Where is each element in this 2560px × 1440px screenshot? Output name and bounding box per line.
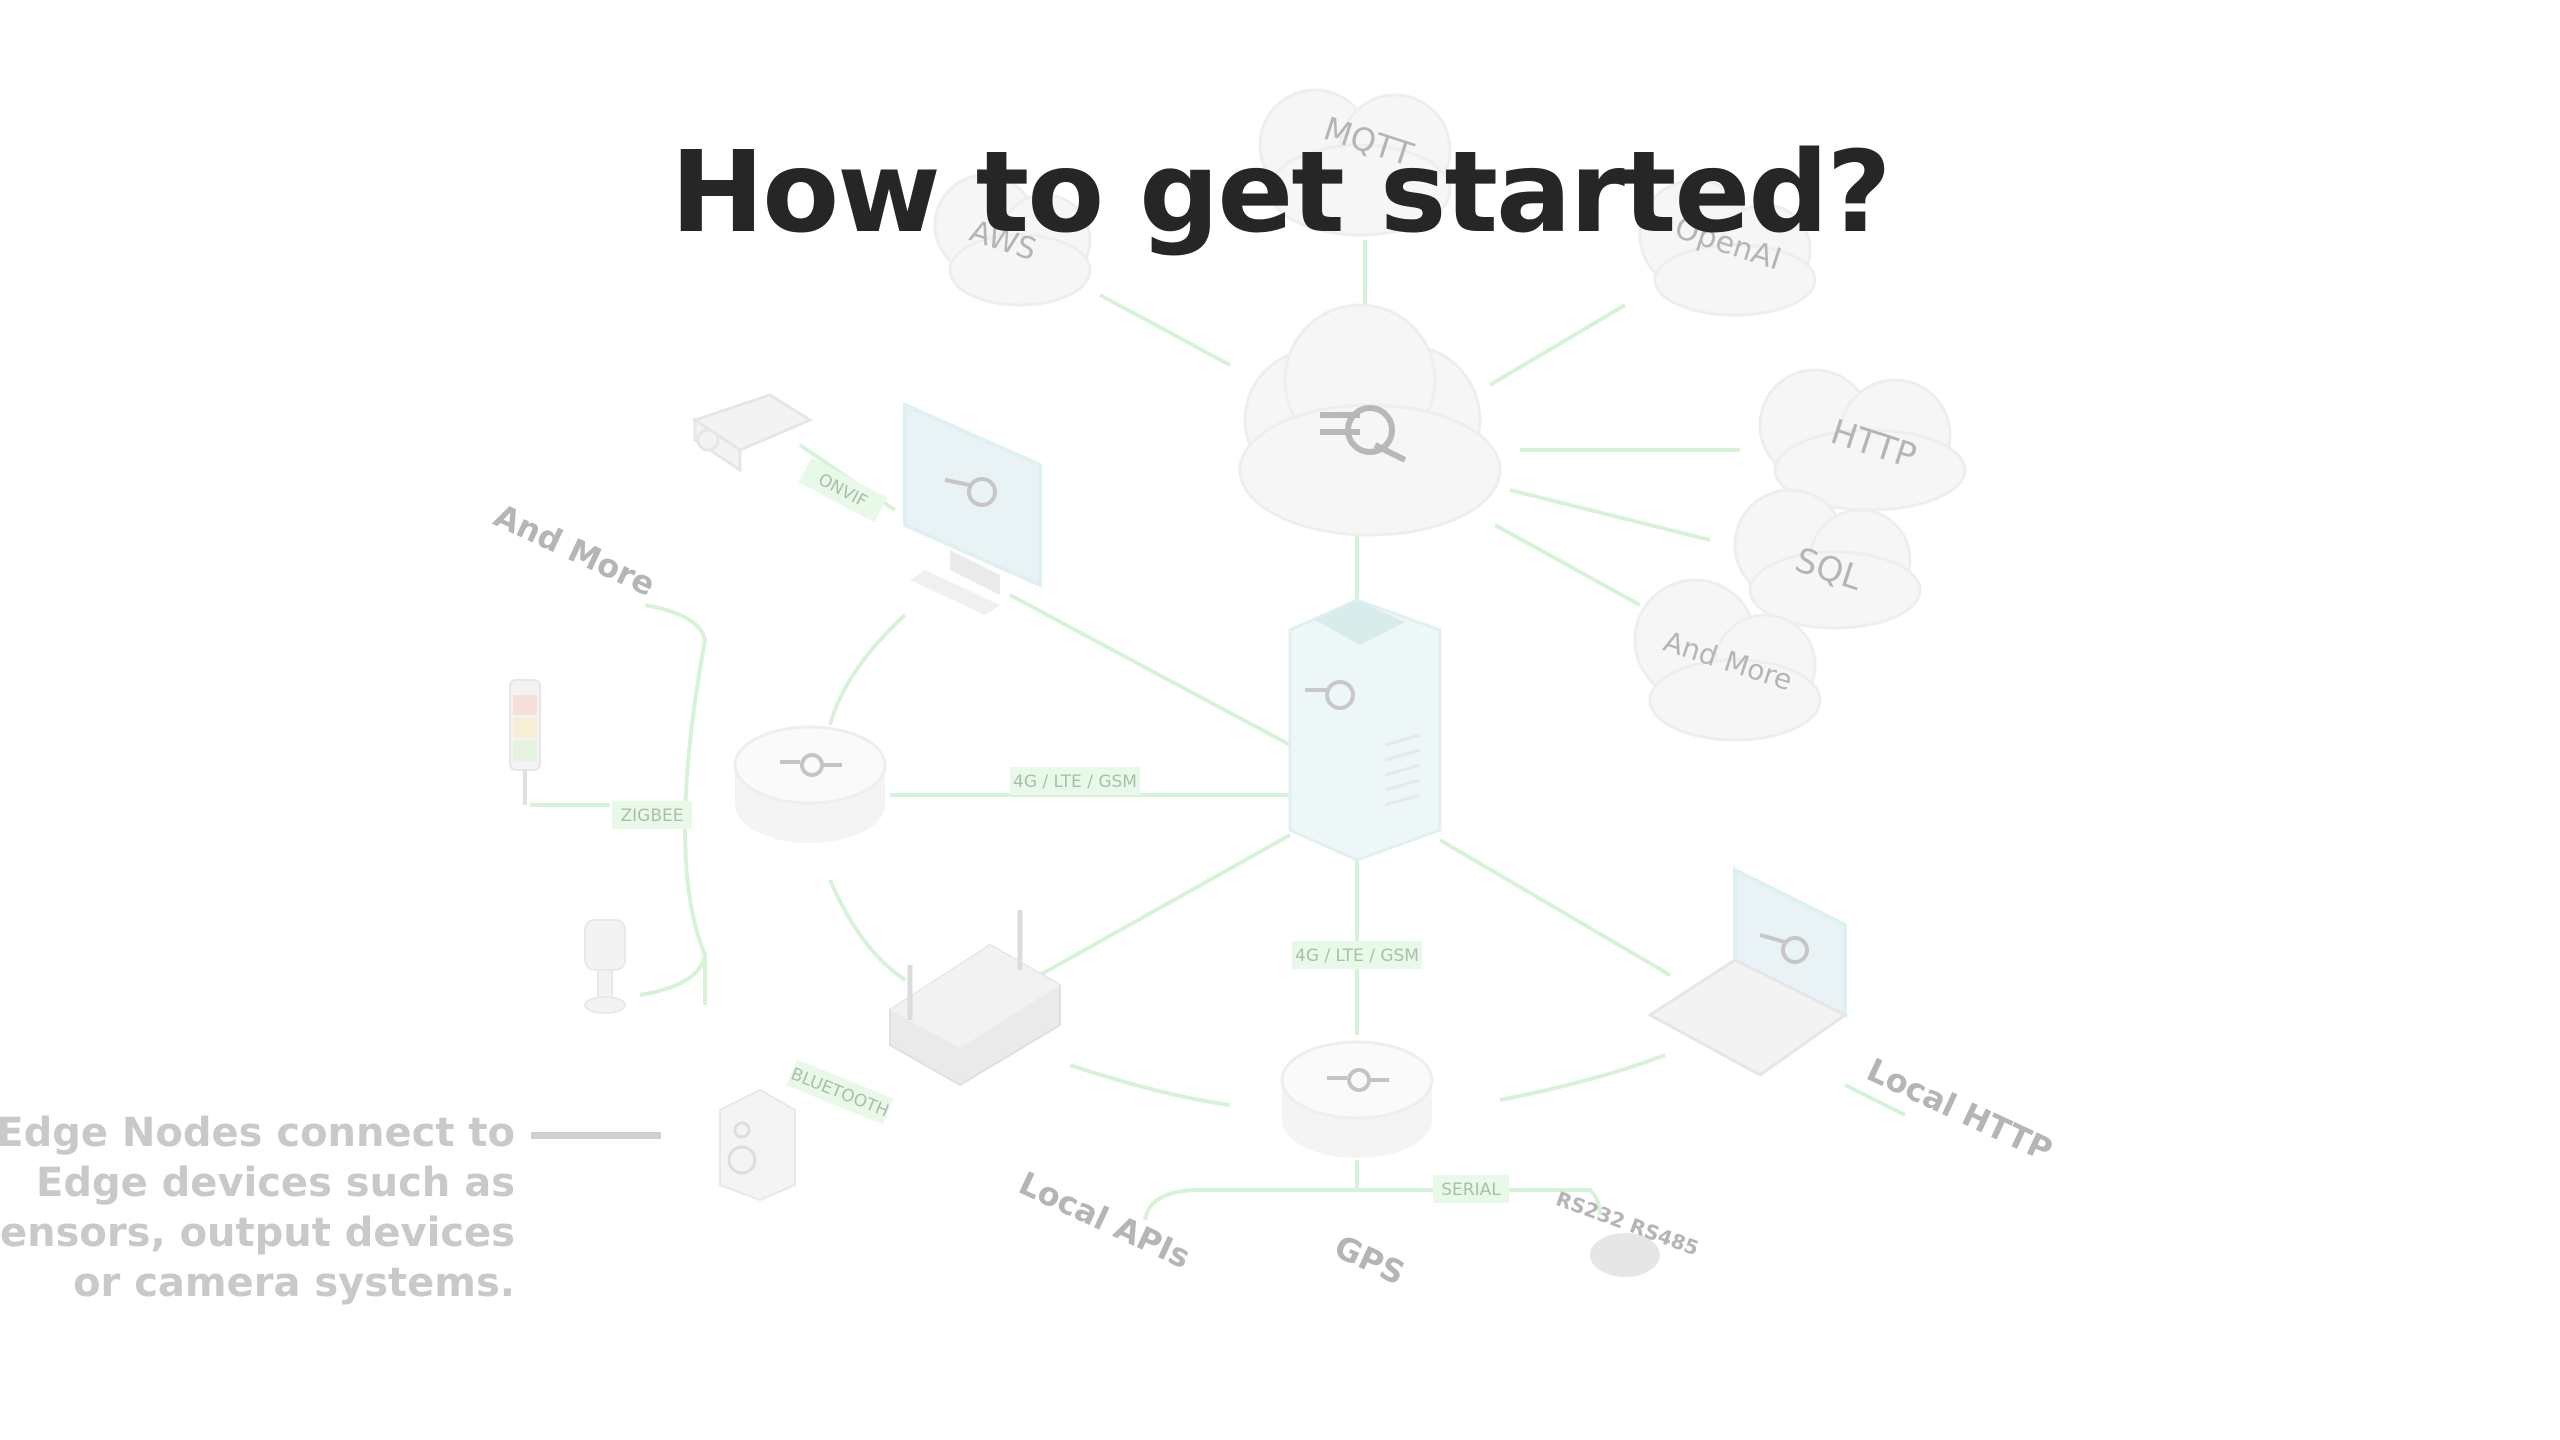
- cloud-aws: [933, 173, 1092, 307]
- badge-4g-bottom-text: 4G / LTE / GSM: [1295, 946, 1419, 966]
- cloud-more: [1633, 578, 1822, 742]
- edge-label-local-apis: Local APIs: [1013, 1164, 1196, 1276]
- laptop: [1647, 866, 1848, 1077]
- edge-label-more: And More: [488, 496, 661, 604]
- caption-text: Edge Nodes connect to Edge devices such …: [0, 1110, 515, 1306]
- speaker: [719, 1088, 796, 1202]
- line-node-router: [828, 879, 907, 982]
- server-tower: [1288, 598, 1442, 862]
- edge-node-bottom: [1280, 1040, 1434, 1158]
- line-laptop-http: [1844, 1083, 1906, 1117]
- cloud-openai: [1638, 178, 1817, 317]
- badge-zigbee: ZIGBEE: [612, 801, 692, 829]
- line-bus-bottom: [1143, 1188, 1602, 1221]
- router: [889, 910, 1061, 1087]
- line-monitor-node: [828, 613, 907, 726]
- line-router-node: [1069, 1063, 1231, 1107]
- caption-connector-line: [531, 1132, 661, 1139]
- line-server-router: [1039, 833, 1291, 977]
- signal-tower-light: [509, 679, 541, 805]
- cloud-http: [1758, 368, 1967, 512]
- badge-bluetooth: BLUETOOTH: [786, 1059, 894, 1125]
- badge-onvif: ONVIF: [798, 457, 888, 523]
- line-cloud-more: [1494, 523, 1641, 607]
- cloud-sql: [1733, 488, 1922, 630]
- line-bus-sensor: [639, 954, 707, 997]
- badge-4g-top-text: 4G / LTE / GSM: [1013, 772, 1137, 792]
- line-server-laptop: [1438, 838, 1672, 977]
- camera: [691, 393, 814, 473]
- line-cloud-openai: [1488, 303, 1627, 387]
- line-cloud-aws: [1099, 293, 1231, 367]
- cloud-central: [1238, 303, 1502, 537]
- badge-serial-text: SERIAL: [1441, 1180, 1501, 1200]
- line-node-laptop: [1499, 1053, 1666, 1102]
- sensor-beacon: [584, 919, 626, 1014]
- edge-node-left: [733, 725, 887, 843]
- line-cloud-sql: [1509, 488, 1711, 542]
- logo-icon: [1320, 405, 1407, 463]
- edge-label-gps: GPS: [1329, 1227, 1411, 1292]
- badge-zigbee-text: ZIGBEE: [621, 806, 684, 826]
- rs-connector: [1590, 1233, 1660, 1277]
- monitor: [903, 401, 1042, 615]
- server-logo-icon: [1305, 680, 1355, 710]
- badge-4g-top: 4G / LTE / GSM: [1010, 767, 1140, 795]
- line-bus-left: [530, 603, 708, 1005]
- badge-serial: SERIAL: [1433, 1175, 1509, 1203]
- line-server-monitor: [1009, 593, 1291, 747]
- laptop-logo-icon: [1759, 933, 1809, 964]
- page-title: How to get started?: [670, 128, 1892, 258]
- badge-4g-bottom: 4G / LTE / GSM: [1292, 941, 1422, 969]
- monitor-logo-icon: [944, 477, 997, 507]
- cloud-mqtt: [1258, 88, 1452, 237]
